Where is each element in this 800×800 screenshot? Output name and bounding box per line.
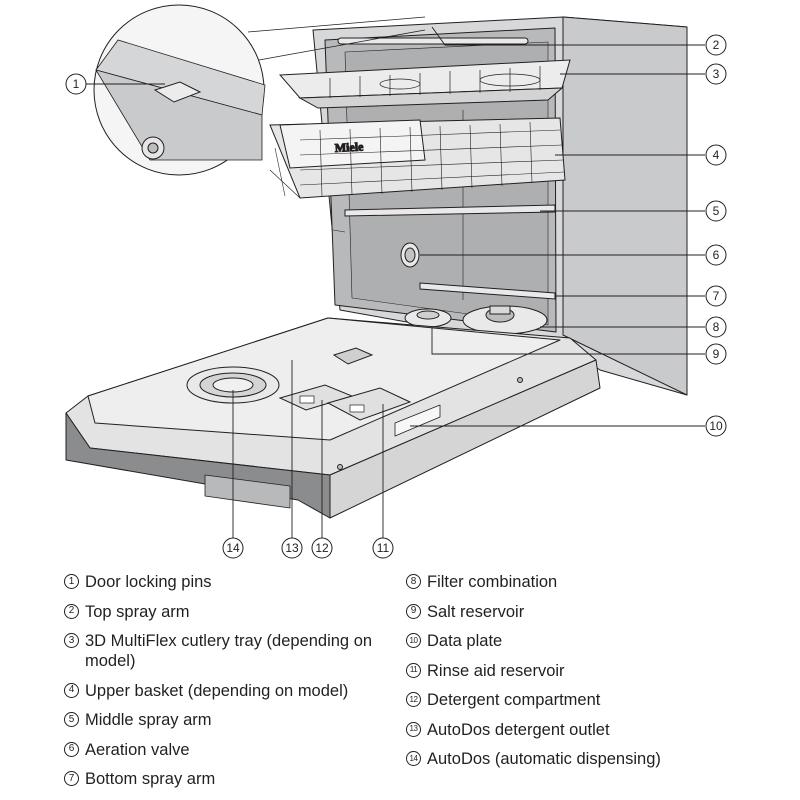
legend-number: 1 [64, 574, 79, 589]
legend-label: 3D MultiFlex cutlery tray (depending on … [85, 632, 373, 670]
callout-7: 7 [705, 285, 727, 307]
legend-label: Bottom spray arm [85, 770, 216, 788]
callout-5: 5 [705, 200, 727, 222]
aeration-valve [400, 242, 420, 268]
callout-8: 8 [705, 316, 727, 338]
legend-number: 6 [64, 741, 79, 757]
door-locking-pins-detail [93, 4, 426, 176]
legend-item-4: 4 Upper basket (depending on model) [64, 681, 394, 701]
legend-label: Data plate [427, 632, 503, 650]
svg-text:1: 1 [73, 77, 80, 91]
autodos-outlet [332, 347, 374, 365]
brand-logo: Miele [334, 139, 364, 155]
legend-label: Aeration valve [85, 740, 190, 759]
svg-text:9: 9 [713, 347, 720, 361]
salt-reservoir [404, 308, 452, 328]
top-spray-arm [337, 37, 529, 45]
autodos-unit [186, 366, 280, 404]
legend-number: 11 [406, 662, 421, 678]
legend-item-12: 12 Detergent compartment [406, 690, 786, 710]
callout-2: 2 [705, 34, 727, 56]
svg-text:4: 4 [713, 148, 720, 162]
legend-number: 7 [64, 771, 79, 786]
callout-10: 10 [705, 415, 727, 437]
svg-text:8: 8 [713, 320, 720, 334]
dishwasher-diagram: Miele [65, 4, 727, 559]
dishwasher-door [65, 317, 601, 519]
legend-number: 8 [406, 574, 421, 589]
upper-basket: Miele [269, 117, 566, 199]
legend-number: 4 [64, 682, 79, 698]
legend-item-10: 10 Data plate [406, 631, 786, 651]
callout-1: 1 [65, 73, 87, 95]
legend-number: 9 [406, 603, 421, 619]
legend-number: 10 [406, 633, 421, 648]
legend-number: 14 [406, 751, 421, 766]
bottom-spray-arm [419, 282, 556, 300]
callout-13: 13 [281, 537, 303, 559]
legend-item-3: 3 3D MultiFlex cutlery tray (depending o… [64, 631, 394, 671]
svg-text:10: 10 [709, 419, 723, 433]
svg-text:13: 13 [285, 541, 299, 555]
legend-left-column: 1 Door locking pins 2 Top spray arm 3 3D… [64, 572, 394, 799]
svg-text:2: 2 [713, 38, 720, 52]
middle-spray-arm [344, 204, 556, 217]
legend-label: Middle spray arm [85, 711, 212, 729]
svg-text:12: 12 [315, 541, 329, 555]
legend-label: Door locking pins [85, 573, 212, 591]
legend-label: AutoDos detergent outlet [427, 720, 610, 739]
legend-item-2: 2 Top spray arm [64, 602, 394, 622]
legend-item-9: 9 Salt reservoir [406, 602, 786, 622]
callout-4: 4 [705, 144, 727, 166]
rinse-aid-reservoir [326, 387, 412, 421]
legend-label: Top spray arm [85, 602, 190, 621]
legend-number: 3 [64, 633, 79, 648]
legend-item-6: 6 Aeration valve [64, 740, 394, 760]
callout-11: 11 [372, 537, 394, 559]
legend-label: Salt reservoir [427, 602, 525, 621]
callout-6: 6 [705, 244, 727, 266]
legend-number: 13 [406, 721, 421, 737]
callout-14: 14 [222, 537, 244, 559]
legend-label: Upper basket (depending on model) [85, 681, 349, 700]
legend-item-13: 13 AutoDos detergent outlet [406, 720, 786, 740]
svg-text:11: 11 [377, 541, 390, 555]
svg-text:6: 6 [713, 248, 720, 262]
legend-item-14: 14 AutoDos (automatic dispensing) [406, 749, 786, 769]
legend-right-column: 8 Filter combination 9 Salt reservoir 10… [406, 572, 786, 779]
leader-lines [86, 26, 705, 541]
svg-text:3: 3 [713, 67, 720, 81]
cutlery-tray [278, 59, 571, 109]
legend-item-1: 1 Door locking pins [64, 572, 394, 592]
callout-12: 12 [311, 537, 333, 559]
legend-label: Filter combination [427, 573, 558, 591]
legend-item-7: 7 Bottom spray arm [64, 769, 394, 789]
legend-item-8: 8 Filter combination [406, 572, 786, 592]
legend-item-11: 11 Rinse aid reservoir [406, 661, 786, 681]
legend-number: 12 [406, 692, 421, 707]
legend-label: Detergent compartment [427, 691, 601, 709]
legend-number: 2 [64, 603, 79, 619]
legend-number: 5 [64, 712, 79, 727]
svg-text:7: 7 [713, 289, 720, 303]
svg-text:5: 5 [713, 204, 720, 218]
legend-item-5: 5 Middle spray arm [64, 710, 394, 730]
callout-3: 3 [705, 63, 727, 85]
legend-label: Rinse aid reservoir [427, 661, 565, 680]
svg-text:14: 14 [226, 541, 240, 555]
callout-9: 9 [705, 343, 727, 365]
legend-label: AutoDos (automatic dispensing) [427, 750, 661, 768]
